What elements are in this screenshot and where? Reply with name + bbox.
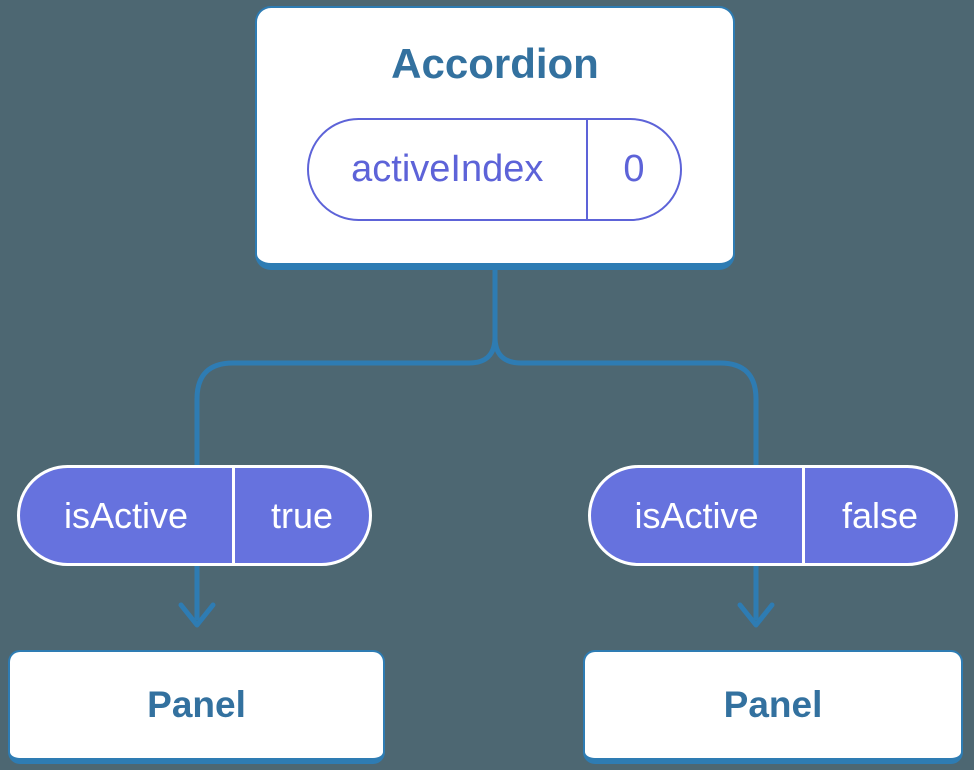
prop-pill-isactive-true: isActive true	[17, 465, 372, 566]
connector-right-branch	[492, 265, 759, 621]
prop-pill-isactive-false: isActive false	[588, 465, 958, 566]
prop-pill-value: true	[270, 494, 334, 536]
pill-divider	[802, 468, 805, 563]
pill-divider	[585, 120, 588, 219]
arrow-down-icon	[178, 602, 216, 628]
state-pill-value: 0	[623, 148, 645, 190]
panel-node-left: Panel	[8, 650, 385, 764]
state-pill-name: activeIndex	[351, 148, 544, 190]
prop-pill-name: isActive	[634, 494, 759, 536]
prop-pill-name: isActive	[63, 494, 189, 536]
panel-node-right: Panel	[583, 650, 963, 764]
pill-divider	[232, 468, 235, 563]
connector-left-branch	[194, 265, 498, 621]
accordion-node-title: Accordion	[391, 40, 599, 87]
prop-pill-value: false	[841, 494, 919, 536]
arrow-down-icon	[737, 602, 775, 628]
state-pill-activeindex: activeIndex 0	[307, 118, 682, 221]
